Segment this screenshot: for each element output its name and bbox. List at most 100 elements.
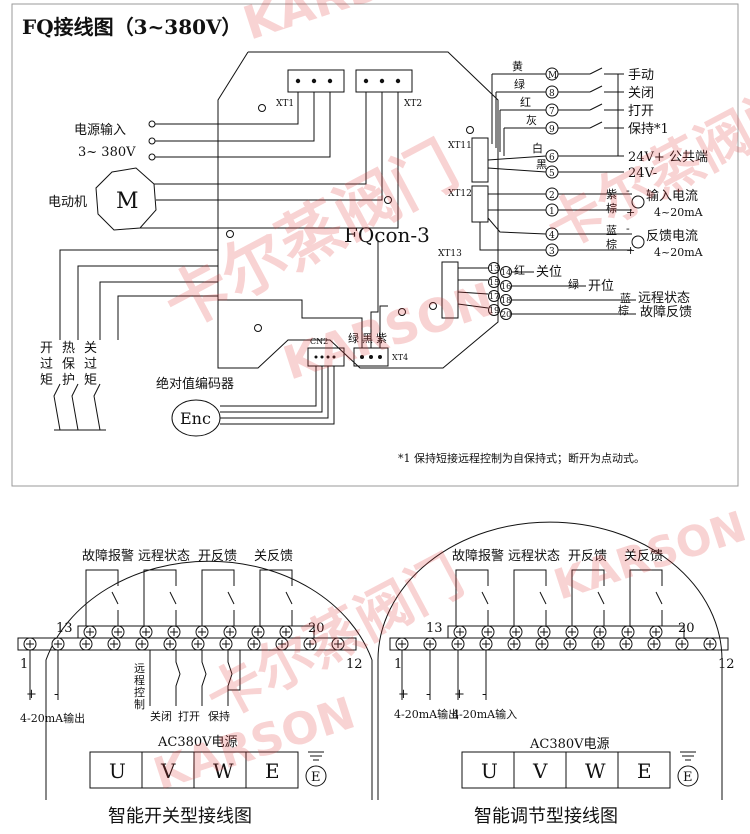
status-row: 15 16 绿 开位 [458,276,614,294]
left-earth-icon: E [305,751,327,787]
motor-label: 电动机 [48,195,87,210]
mount-hole [254,324,262,332]
terminal-screw [23,637,37,651]
svg-text:制: 制 [134,698,145,711]
left-num-20: 20 [308,621,325,636]
svg-text:4-20mA输出: 4-20mA输出 [394,707,459,721]
terminal-screw [111,625,125,639]
svg-text:开: 开 [40,341,53,356]
terminal-screw [195,625,209,639]
mount-hole [429,302,437,310]
terminal-screw [591,637,605,651]
svg-text:手动: 手动 [628,68,654,83]
right-io-wires: + - + - 4-20mA输出 4-20mA输入 [394,650,517,721]
svg-text:4-20mA输出: 4-20mA输出 [20,711,85,725]
power-terminal-label: W [585,759,606,783]
svg-text:远程状态: 远程状态 [138,549,190,564]
svg-text:3: 3 [549,247,555,257]
terminal-screw [509,625,523,639]
xt1-label: XT1 [276,99,294,109]
svg-text:灰: 灰 [526,113,537,127]
terminal-screw [649,625,663,639]
status-row: 17 18 蓝 远程状态 [457,290,690,306]
mount-hole [398,308,406,316]
svg-text:黄: 黄 [512,59,523,73]
board-outline [217,51,499,369]
svg-text:紫: 紫 [376,332,387,345]
power-terminal-box [245,751,299,789]
terminal-screw [507,637,521,651]
encoder-label: 绝对值编码器 [156,376,234,392]
svg-text:4~20mA: 4~20mA [654,206,704,219]
svg-text:棕: 棕 [618,303,629,317]
svg-text:-: - [482,687,486,702]
terminal-screw [621,625,635,639]
svg-text:7: 7 [549,107,555,117]
terminal-screw [537,625,551,639]
terminal-screw [563,637,577,651]
terminal-screw [481,625,495,639]
terminal-screw [647,637,661,651]
mount-hole [466,126,474,134]
svg-text:红: 红 [514,264,525,277]
terminal-screw [251,625,265,639]
svg-text:过: 过 [84,357,97,372]
svg-text:关位: 关位 [536,265,562,280]
control-row: 8 绿 关闭 [495,77,654,148]
switch-close-torque: 关 过 矩 [84,341,97,388]
svg-text:白: 白 [532,141,543,155]
power-terminal-label: V [160,759,176,783]
terminal-screw [423,637,437,651]
svg-text:18: 18 [501,296,511,305]
svg-text:棕: 棕 [606,201,617,215]
right-relays [455,569,663,626]
svg-text:护: 护 [62,373,75,388]
right-terminals-top [453,625,663,639]
svg-text:蓝: 蓝 [606,224,617,237]
svg-text:黑: 黑 [536,158,547,171]
svg-text:Enc: Enc [180,409,211,428]
left-num-13: 13 [56,621,73,636]
svg-text:故障报警: 故障报警 [82,548,134,564]
power-terminal-label: U [481,759,498,783]
switch-thermal: 热 保 护 [62,341,75,388]
xt13-connector [441,261,459,319]
left-caption: 智能开关型接线图 [108,806,252,827]
cn2-label: CN2 [310,337,328,346]
svg-text:20: 20 [501,310,511,319]
svg-text:保: 保 [62,357,75,372]
right-num-1: 1 [394,657,402,672]
svg-text:矩: 矩 [84,373,97,388]
mount-hole [226,230,234,238]
status-row: 13 14 红 关位 [458,262,562,280]
switch-open-torque: 开 过 矩 [40,341,53,388]
terminal-screw [223,625,237,639]
svg-text:热: 热 [62,341,75,356]
feedback-current: 4 3 蓝 棕 - + 反馈电流 4~20mA [479,217,704,259]
svg-text:黑: 黑 [362,332,373,345]
svg-text:2: 2 [549,191,555,201]
right-enclosure [377,521,723,800]
right-terminals-bottom [395,637,717,651]
svg-text:绿: 绿 [348,331,359,345]
right-earth-icon: E [677,751,699,787]
terminal-screw [535,637,549,651]
terminal-screw [453,625,467,639]
svg-text:+: + [398,687,409,702]
right-num-13: 13 [426,621,443,636]
left-power-label: AC380V电源 [157,735,238,750]
svg-text:保持*1: 保持*1 [628,122,669,137]
svg-text:+: + [454,687,465,702]
top-title: FQ接线图（3~380V） [22,15,242,39]
svg-text:过: 过 [40,357,53,372]
terminal-screw [593,625,607,639]
power-terminal-label: E [265,759,280,783]
xt11-label: XT11 [448,141,472,151]
svg-text:输入电流: 输入电流 [646,188,698,204]
terminal-screw [479,637,493,651]
power-voltage-label: 3~ 380V [78,145,136,160]
xt2-label: XT2 [404,99,422,109]
power-terminal-label: E [637,759,652,783]
control-row: 5 黑 24V- [487,158,657,181]
